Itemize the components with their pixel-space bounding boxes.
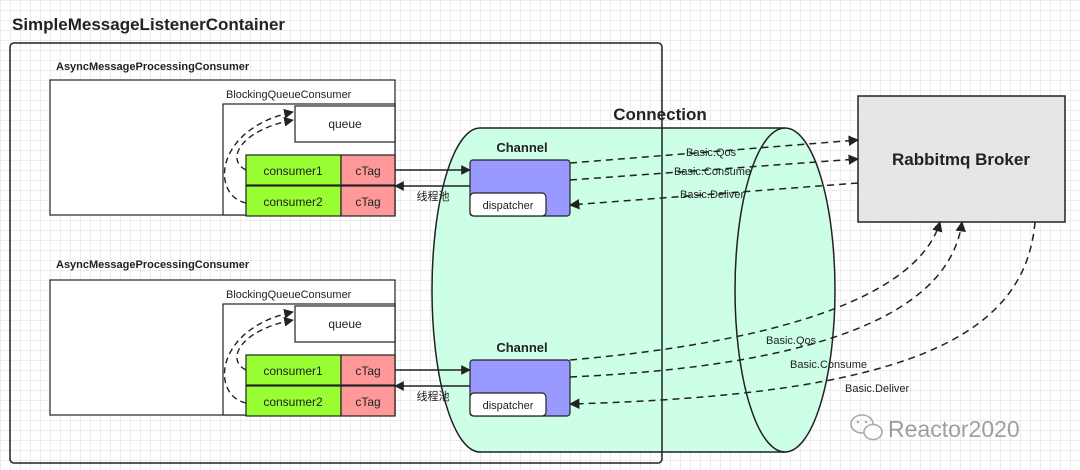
consumer1-label: consumer1 bbox=[263, 164, 323, 178]
wechat-icon bbox=[850, 414, 883, 441]
dispatcher-label: dispatcher bbox=[483, 200, 534, 212]
basic-qos-label-bottom: Basic.Qos bbox=[766, 335, 817, 347]
basic-deliver-arrow-top bbox=[568, 182, 859, 210]
queue-box bbox=[294, 305, 396, 343]
basic-deliver-label-top: Basic.Deliver bbox=[680, 189, 745, 201]
basic-qos-label-top: Basic.Qos bbox=[686, 147, 737, 159]
basic-deliver-label-bottom: Basic.Deliver bbox=[845, 383, 910, 395]
watermark-text: Reactor2020 bbox=[888, 416, 1020, 442]
async-consumer-title: AsyncMessageProcessingConsumer bbox=[56, 61, 250, 73]
ctag-label-2: cTag bbox=[355, 195, 380, 209]
blocking-queue-consumer-label: BlockingQueueConsumer bbox=[226, 289, 352, 301]
connection-label: Connection bbox=[613, 105, 707, 124]
container-title: SimpleMessageListenerContainer bbox=[12, 15, 285, 34]
basic-deliver-arrow-bottom bbox=[568, 221, 1036, 409]
ctag-box-1 bbox=[340, 154, 396, 186]
dispatcher-box bbox=[469, 392, 547, 417]
queue-label: queue bbox=[328, 117, 362, 131]
channel-label: Channel bbox=[496, 140, 547, 155]
basic-consume-label-top: Basic.Consume bbox=[674, 166, 751, 178]
consumer-group-2: AsyncMessageProcessingConsumer BlockingQ… bbox=[49, 259, 396, 417]
basic-consume-arrow-bottom bbox=[569, 220, 966, 378]
listener-container-box bbox=[9, 42, 663, 464]
thread-pool-label: 线程池 bbox=[417, 189, 450, 203]
basic-consume-arrow-top bbox=[569, 154, 860, 181]
basic-consume-label-bottom: Basic.Consume bbox=[790, 359, 867, 371]
ctag-box-2 bbox=[340, 385, 396, 417]
queue-to-consumer2-arrow bbox=[223, 308, 294, 404]
queue-to-consumer1-arrow bbox=[236, 316, 294, 371]
consumer1-label: consumer1 bbox=[263, 364, 323, 378]
consumer2-label: consumer2 bbox=[263, 395, 323, 409]
dispatcher-box bbox=[469, 192, 547, 217]
thread-pool-label: 线程池 bbox=[417, 389, 450, 403]
ctag-label-1: cTag bbox=[355, 164, 380, 178]
queue-to-consumer1-arrow bbox=[236, 116, 294, 171]
basic-qos-arrow-bottom bbox=[569, 220, 943, 361]
basic-qos-arrow-top bbox=[569, 135, 860, 164]
channel-1: Channel dispatcher bbox=[469, 140, 571, 217]
blocking-queue-consumer-label: BlockingQueueConsumer bbox=[226, 89, 352, 101]
consumer2-box bbox=[245, 385, 342, 417]
broker-label: Rabbitmq Broker bbox=[892, 150, 1030, 169]
ctag-label-1: cTag bbox=[355, 364, 380, 378]
async-consumer-title: AsyncMessageProcessingConsumer bbox=[56, 259, 250, 271]
channel-label: Channel bbox=[496, 340, 547, 355]
ctag-box-1 bbox=[340, 354, 396, 386]
queue-label: queue bbox=[328, 317, 362, 331]
consumer2-label: consumer2 bbox=[263, 195, 323, 209]
queue-box bbox=[294, 105, 396, 143]
consumer-group-1: AsyncMessageProcessingConsumer BlockingQ… bbox=[49, 61, 396, 217]
dispatcher-label: dispatcher bbox=[483, 400, 534, 412]
ctag-box-2 bbox=[340, 185, 396, 217]
queue-to-consumer2-arrow bbox=[223, 108, 294, 204]
channel-2: Channel dispatcher bbox=[469, 340, 571, 417]
ctag-label-2: cTag bbox=[355, 395, 380, 409]
